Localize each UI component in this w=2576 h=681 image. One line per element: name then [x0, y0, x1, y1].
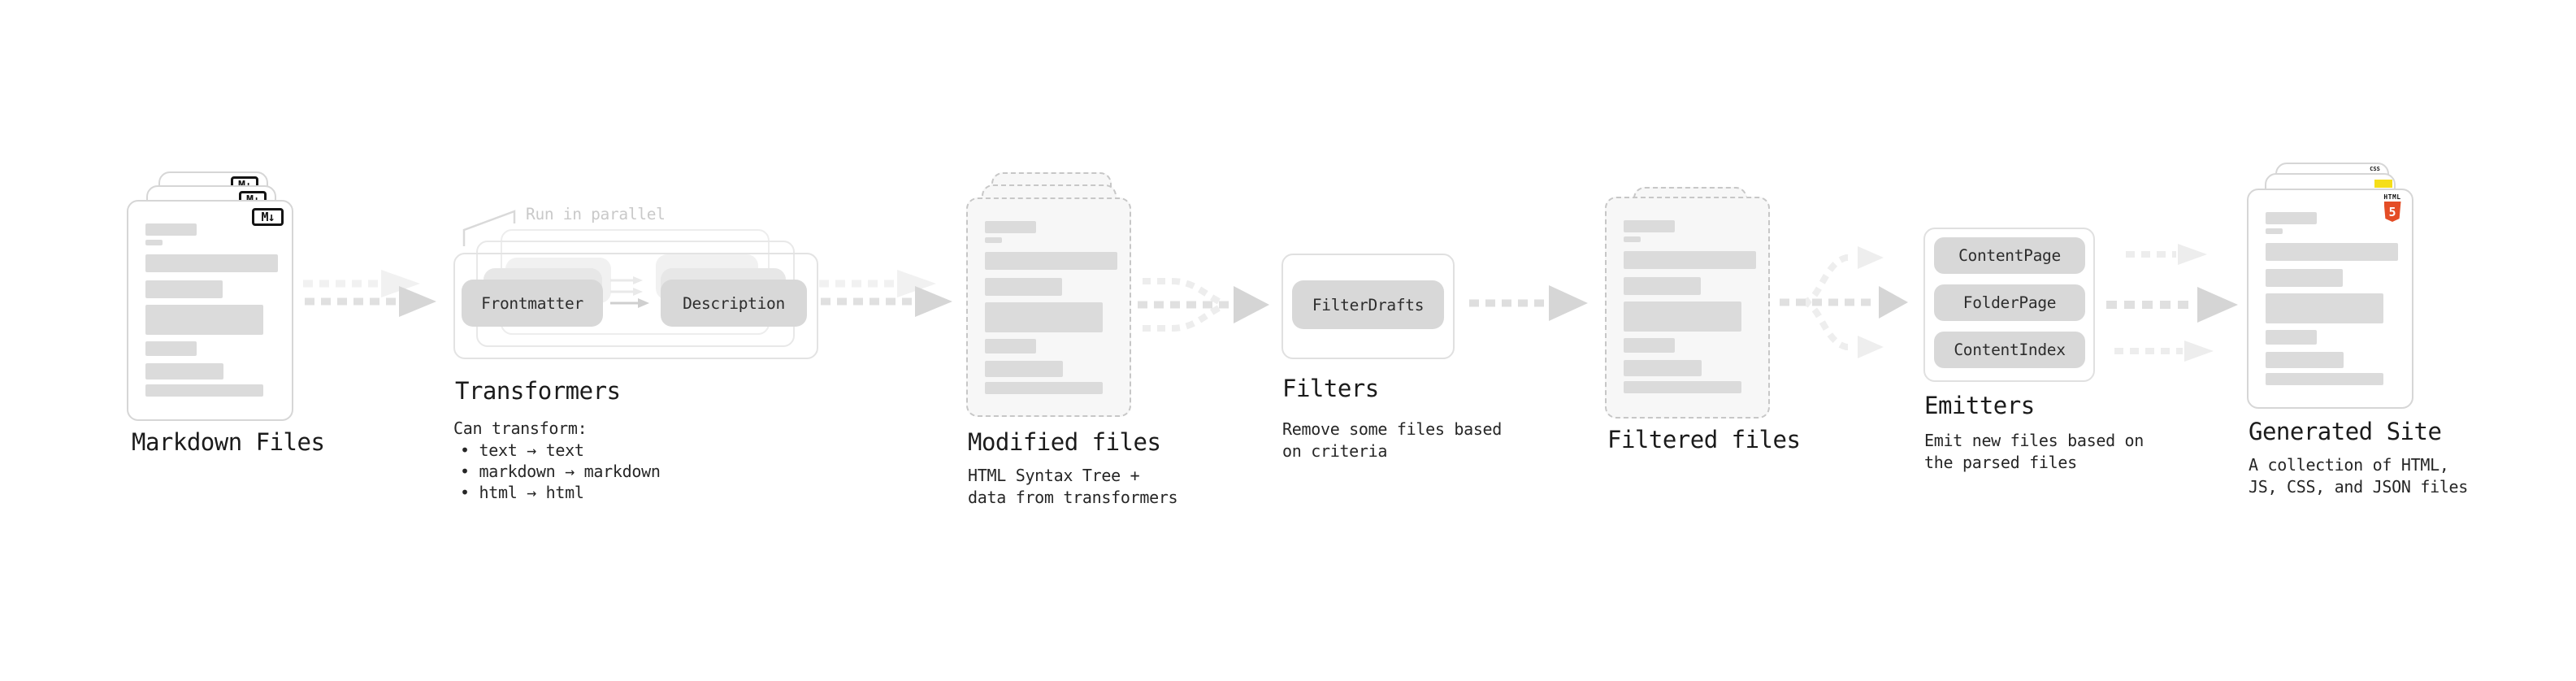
caption-line: data from transformers — [968, 488, 1178, 507]
text-line-bar — [145, 240, 163, 245]
arrow-filters-to-filtered — [1469, 285, 1588, 321]
bullet-item: • markdown → markdown — [460, 462, 661, 481]
stage-emitters: ContentPage FolderPage ContentIndex Emit… — [1923, 228, 2151, 488]
stage-label-filters: Filters — [1282, 375, 1379, 402]
text-line-bar — [2266, 330, 2317, 345]
text-line-bar — [1624, 301, 1741, 332]
emitter-node-contentpage: ContentPage — [1934, 237, 2085, 274]
text-line-bar — [145, 341, 197, 356]
emitter-node-contentindex: ContentIndex — [1934, 332, 2085, 368]
javascript-icon — [2374, 180, 2392, 188]
emitters-caption: Emit new files based on the parsed files — [1924, 430, 2144, 474]
file-content-lines — [145, 223, 278, 397]
stage-label-markdown-files: Markdown Files — [132, 428, 325, 456]
file-content-lines — [985, 221, 1117, 394]
text-line-bar — [985, 221, 1036, 233]
text-line-bar — [2266, 373, 2383, 385]
text-line-bar — [985, 361, 1063, 377]
transformer-frame-front — [453, 253, 818, 359]
stage-label-transformers: Transformers — [455, 377, 621, 405]
text-line-bar — [145, 223, 197, 236]
stage-label-filtered-files: Filtered files — [1607, 426, 1801, 453]
text-line-bar — [145, 254, 278, 272]
bullet-item: • html → html — [460, 483, 584, 502]
stage-transformers: Run in parallel Frontmatter Description … — [453, 203, 827, 528]
text-line-bar — [2266, 212, 2317, 224]
text-line-bar — [1624, 338, 1675, 353]
annotation-connector-line — [462, 210, 516, 246]
arrows-emitters-to-site — [2106, 244, 2238, 362]
filtered-file-card-front — [1605, 197, 1770, 419]
filters-caption: Remove some files based on criteria — [1282, 419, 1502, 462]
text-line-bar — [985, 237, 1002, 243]
transformers-bullet-list: • text → text • markdown → markdown • ht… — [460, 440, 661, 503]
html5-icon: HTML 5 — [2383, 194, 2402, 222]
stage-markdown-files: M↓ M↓ M↓ Markdown Files — [127, 171, 325, 513]
transformer-node-frontmatter: Frontmatter — [462, 280, 603, 327]
caption-line: Emit new files based on — [1924, 431, 2144, 450]
text-line-bar — [2266, 228, 2283, 234]
modified-files-caption: HTML Syntax Tree + data from transformer… — [968, 465, 1178, 509]
run-in-parallel-annotation: Run in parallel — [526, 205, 666, 223]
stage-label-emitters: Emitters — [1924, 392, 2035, 419]
arrow-transformers-to-modified — [819, 270, 952, 317]
text-line-bar — [1624, 381, 1741, 393]
text-line-bar — [145, 384, 263, 397]
arrow-markdown-to-transformers — [303, 270, 436, 317]
caption-line: A collection of HTML, — [2249, 455, 2449, 475]
transformer-node-description: Description — [661, 280, 807, 327]
html5-shield: 5 — [2383, 202, 2401, 222]
text-line-bar — [985, 339, 1036, 354]
markdown-file-card-front: M↓ — [127, 200, 293, 421]
text-line-bar — [985, 382, 1103, 394]
markdown-icon: M↓ — [252, 208, 284, 226]
text-line-bar — [1624, 360, 1702, 376]
emitter-node-folderpage: FolderPage — [1934, 284, 2085, 321]
arrow-diverge-filtered-to-emitters — [1780, 246, 1908, 358]
text-line-bar — [2266, 269, 2343, 287]
caption-line: the parsed files — [1924, 453, 2077, 472]
css-badge-text: CSS — [2370, 166, 2380, 172]
transformers-caption-title: Can transform: — [453, 419, 588, 438]
text-line-bar — [985, 252, 1117, 270]
caption-line: Remove some files based — [1282, 419, 1503, 439]
text-line-bar — [2266, 293, 2383, 323]
text-line-bar — [145, 305, 263, 335]
text-line-bar — [985, 302, 1103, 332]
stage-filters: FilterDrafts Filters Remove some files b… — [1281, 254, 1509, 481]
bullet-item: • text → text — [460, 440, 584, 460]
parallel-arrows-icon — [610, 276, 649, 308]
filter-node-filterdrafts: FilterDrafts — [1292, 280, 1444, 329]
text-line-bar — [2266, 352, 2344, 368]
modified-file-card-front — [966, 197, 1131, 417]
stage-modified-files: Modified files HTML Syntax Tree + data f… — [966, 172, 1178, 514]
generated-site-caption: A collection of HTML, JS, CSS, and JSON … — [2249, 454, 2468, 498]
caption-line: HTML Syntax Tree + — [968, 466, 1140, 485]
text-line-bar — [2266, 243, 2398, 261]
stage-filtered-files: Filtered files — [1605, 186, 1808, 511]
file-content-lines — [1624, 220, 1756, 393]
text-line-bar — [1624, 277, 1701, 295]
text-line-bar — [1624, 251, 1756, 269]
html5-wordmark: HTML — [2383, 193, 2401, 201]
text-line-bar — [145, 363, 223, 380]
stage-label-generated-site: Generated Site — [2249, 418, 2442, 445]
file-content-lines — [2266, 212, 2398, 385]
caption-line: on criteria — [1282, 441, 1388, 461]
text-line-bar — [985, 278, 1062, 296]
text-line-bar — [1624, 236, 1641, 242]
text-line-bar — [1624, 220, 1675, 232]
text-line-bar — [145, 280, 223, 298]
arrow-merge-modified-to-filters — [1138, 278, 1269, 332]
stage-label-modified-files: Modified files — [968, 428, 1161, 456]
stage-generated-site: CSS HTML 5 Generated Site A collection o… — [2247, 163, 2468, 512]
caption-line: JS, CSS, and JSON files — [2249, 477, 2469, 497]
site-file-card-html: HTML 5 — [2247, 189, 2413, 409]
